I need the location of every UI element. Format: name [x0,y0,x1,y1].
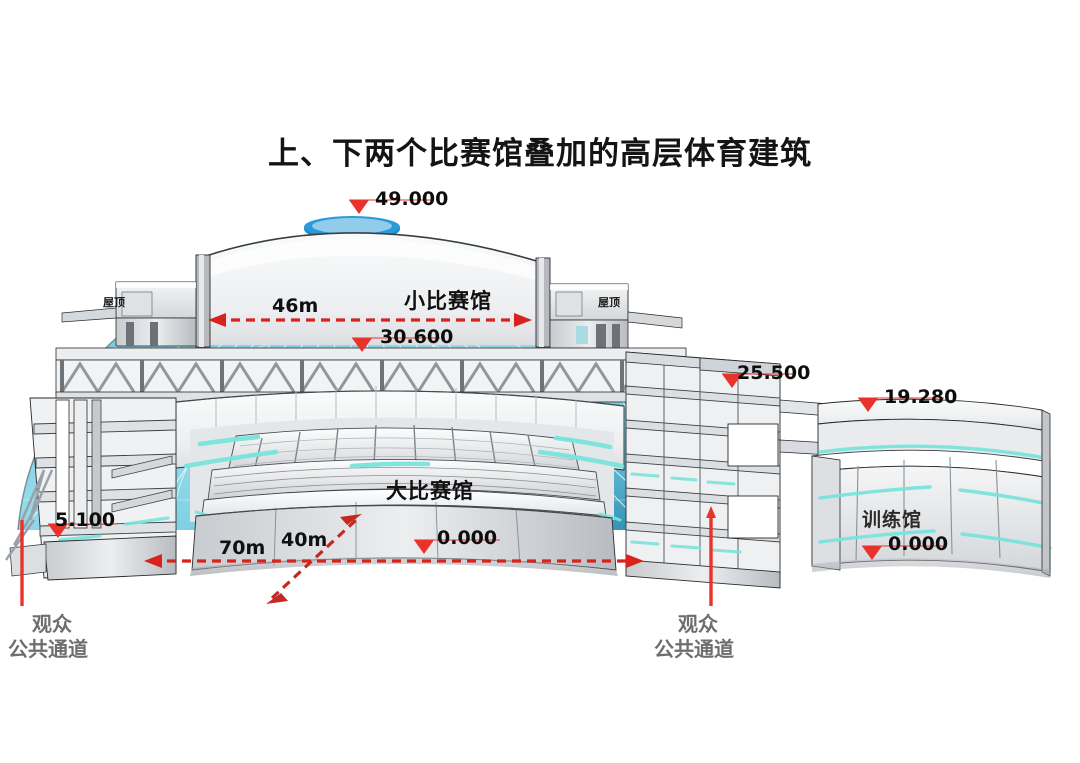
callout-leader-lines [20,506,716,606]
hall-label-large-arena: 大比赛馆 [386,479,474,503]
elevation-label-small-arena: 30.600 [380,326,454,348]
right-service-tower [625,351,781,589]
hall-label-training: 训练馆 [862,509,923,531]
upper-right-rooms [549,283,683,349]
upper-arena-volume [195,232,551,348]
dimension-label-lower-span: 70m [219,537,266,559]
callout-spectator-left-line1: 观众 [32,612,72,636]
dimension-label-diagonal-span: 40m [281,529,328,551]
upper-left-rooms [61,281,197,347]
dome-support-leg-left [5,469,54,561]
left-wing-floors [9,397,177,581]
elevation-label-top-dome: 49.000 [375,188,449,210]
roof-label-left: 屋顶 [103,296,125,309]
callout-spectator-right-line2: 公共通道 [654,637,734,661]
callout-spectator-right: 观众 公共通道 [654,612,734,662]
elevation-markers [48,199,946,560]
elevation-label-ground-main: 0.000 [437,527,498,549]
lower-arena-seating [183,417,625,522]
page-title: 上、下两个比赛馆叠加的高层体育建筑 [268,136,812,172]
dimension-arrows [144,313,644,604]
hall-label-small-arena: 小比赛馆 [404,289,492,313]
roof-label-right: 屋顶 [598,296,620,309]
elevation-label-ground-training: 0.000 [888,533,949,555]
lower-podium-base [190,501,618,576]
elevation-label-left-podium: 5.100 [55,509,116,531]
callout-spectator-right-line1: 观众 [678,612,718,636]
dimension-label-small-arena-span: 46m [272,295,319,317]
callout-spectator-left: 观众 公共通道 [8,612,88,662]
elevation-label-training-roof: 19.280 [884,386,958,408]
callout-spectator-left-line2: 公共通道 [8,637,88,661]
elevation-label-mid-tower: 25.500 [737,362,811,384]
